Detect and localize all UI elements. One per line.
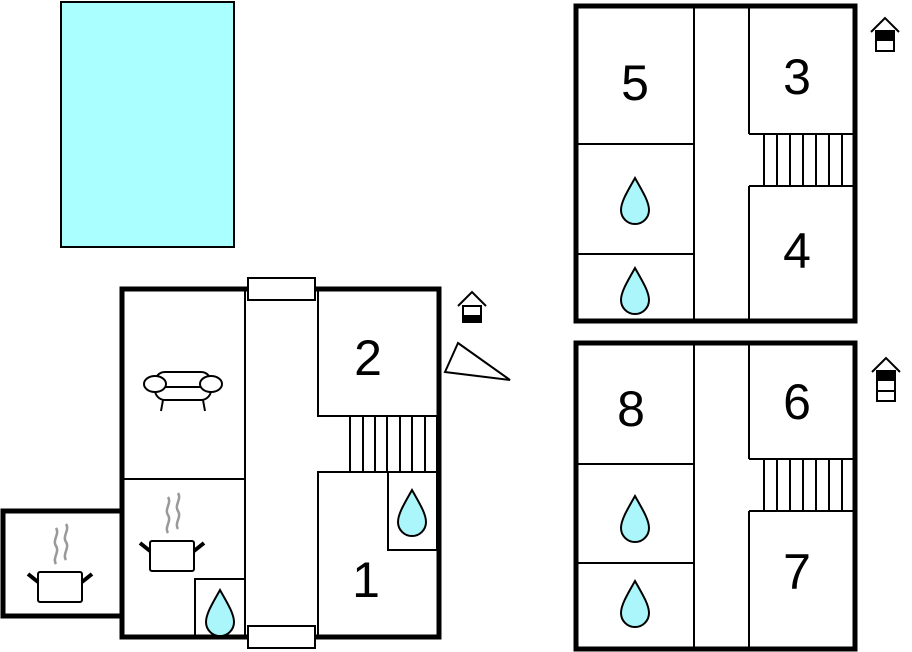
- staircase: [763, 134, 843, 186]
- room-label: 8: [617, 381, 645, 437]
- water-drop-icon: [620, 580, 650, 628]
- floor-level-icon: [870, 17, 900, 52]
- room-label: 3: [783, 49, 811, 105]
- water-drop-icon: [205, 589, 235, 637]
- floor-level-icon: [457, 291, 487, 323]
- sofa-icon: [143, 371, 223, 412]
- ground-floor: 2 1: [0, 277, 511, 649]
- room-label: 2: [354, 330, 382, 386]
- floor-level-icon: [871, 357, 901, 402]
- staircase: [763, 459, 843, 511]
- water-drop-icon: [620, 177, 650, 225]
- room-label: 5: [621, 55, 649, 111]
- kitchen-pot-icon: [138, 491, 206, 573]
- water-drop-icon: [397, 489, 427, 537]
- room-label: 7: [783, 544, 811, 600]
- door: [247, 277, 316, 301]
- staircase: [349, 415, 438, 473]
- pool: [60, 1, 235, 248]
- bathroom: [387, 471, 438, 551]
- room-label: 4: [783, 223, 811, 279]
- second-floor: 8 6 7: [573, 340, 901, 652]
- door: [247, 625, 316, 649]
- kitchen-pot-icon: [26, 522, 94, 604]
- compass-north-arrow: [443, 341, 511, 381]
- water-drop-icon: [620, 267, 650, 315]
- first-floor: 5 3 4: [573, 3, 900, 324]
- bathroom: [194, 578, 246, 638]
- water-drop-icon: [620, 495, 650, 543]
- room-label: 1: [352, 552, 380, 608]
- room-label: 6: [783, 374, 811, 430]
